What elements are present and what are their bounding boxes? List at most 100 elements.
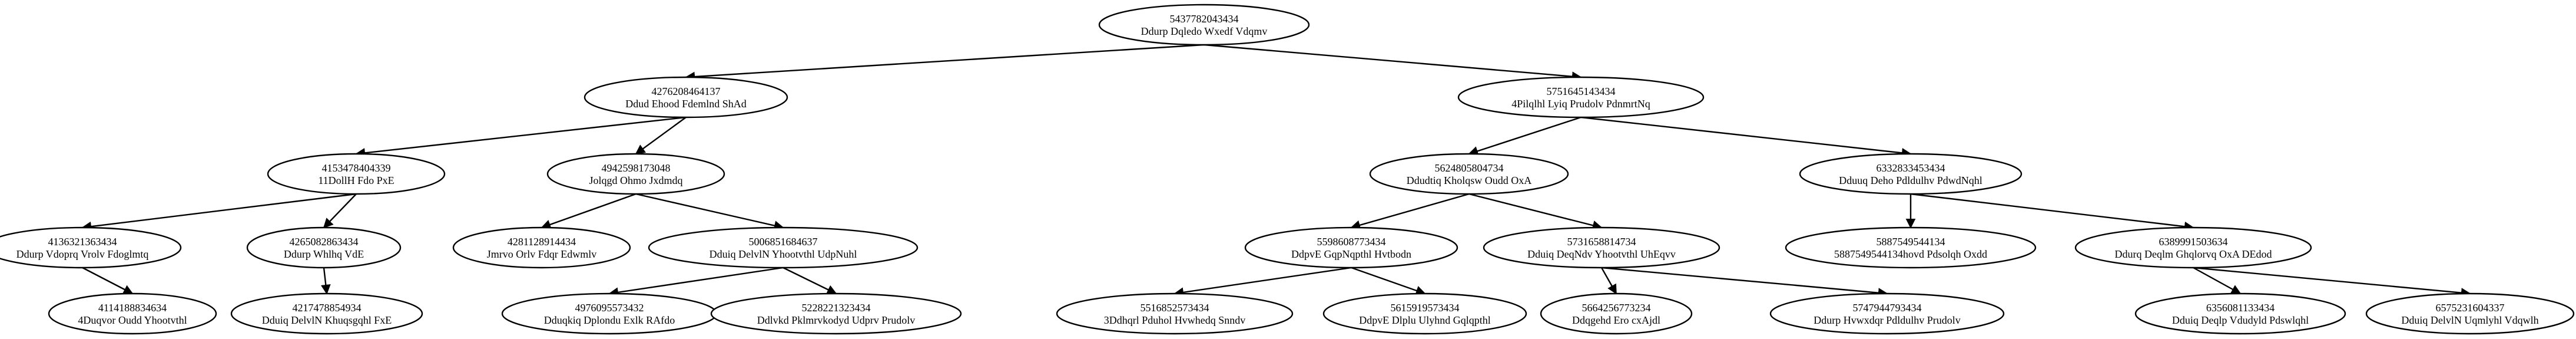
edge-n2-n5	[635, 117, 687, 154]
node-ellipse	[246, 226, 402, 269]
node-ellipse	[2365, 292, 2575, 335]
node-id-label: 5731658814734	[1567, 236, 1636, 248]
node-id-label: 4942598173048	[602, 162, 671, 174]
node-name-label: Jolqgd Ohmo Jxdmdq	[589, 175, 682, 186]
edge-n5-n11	[635, 193, 784, 231]
node-name-label: DdpvE GqpNqpthl Hvtbodn	[1291, 248, 1411, 260]
node-id-label: 5228221323434	[802, 302, 871, 314]
node-ellipse	[2134, 292, 2346, 335]
node-name-label: 4Pilqlhl Lyiq Prudolv PdnmrtNq	[1511, 98, 1650, 110]
edge-n1-n3	[1204, 44, 1582, 82]
node-name-label: 5887549544134hovd Pdsolqh Oxdd	[1834, 248, 1987, 260]
node-id-label: 5751645143434	[1547, 85, 1616, 97]
node-id-label: 4153478404339	[322, 162, 391, 174]
node-name-label: 3Ddhqrl Pduhol Hvwhedq Snndv	[1104, 314, 1246, 326]
node-id-label: 6389991503634	[2159, 236, 2228, 248]
node-ellipse	[710, 292, 962, 335]
node-ellipse	[1799, 153, 2023, 195]
tree-edges	[81, 44, 2471, 298]
node-ellipse	[1540, 292, 1693, 335]
edge-n15-n24	[2193, 266, 2242, 295]
edge-n9-n17	[320, 267, 331, 295]
edge-n15-n25	[2193, 266, 2471, 298]
edge-n6-n13	[1468, 193, 1603, 231]
node-id-label: 4114188834634	[98, 302, 167, 314]
node-name-label: Dduiq DelvlN Yhootvthl UdpNuhl	[710, 248, 857, 260]
edge-n8-n16	[82, 266, 134, 295]
node-ellipse	[1457, 76, 1705, 119]
node-id-label: 4281128914434	[508, 236, 576, 248]
node-name-label: Dduiq DelvlN Khuqsgqhl FxE	[262, 314, 392, 326]
node-id-label: 4265082863434	[290, 236, 359, 248]
edge-n4-n9	[323, 193, 357, 229]
edge-n13-n22	[1600, 267, 1617, 295]
edge-n12-n21	[1351, 266, 1426, 295]
node-id-label: 5624805804734	[1435, 162, 1504, 174]
node-name-label: Ddlvkd Pklmrvkodyd Udprv Prudolv	[757, 314, 916, 326]
node-name-label: Ddqgehd Ero cxAjdl	[1572, 314, 1660, 326]
node-ellipse	[1483, 226, 1720, 269]
node-name-label: Ddud Ehood Fdemlnd ShAd	[625, 98, 747, 110]
node-id-label: 5006851684637	[749, 236, 818, 248]
node-name-label: Jmrvo Orlv Fdqr Edwmlv	[487, 248, 597, 260]
node-ellipse	[546, 153, 725, 195]
node-ellipse	[1244, 226, 1458, 269]
node-ellipse	[501, 292, 718, 335]
node-name-label: Dduqkiq Dplondu Exlk RAfdo	[544, 314, 675, 326]
node-id-label: 6356081133434	[2206, 302, 2275, 314]
node-ellipse	[1769, 292, 2005, 335]
node-id-label: 5664256773234	[1582, 302, 1651, 314]
edge-n7-n15	[1910, 193, 2194, 232]
edge-n3-n7	[1580, 116, 1912, 158]
node-name-label: Dduuq Deho Pdldulhv PdwdNqhl	[1839, 175, 1982, 186]
edge-n13-n23	[1601, 266, 1888, 298]
node-ellipse	[1322, 292, 1527, 335]
node-name-label: Dduiq DeqNdv Yhootvthl UhEqvv	[1527, 248, 1676, 260]
node-ellipse	[48, 292, 217, 335]
node-ellipse	[267, 153, 446, 195]
node-id-label: 5437782043434	[1170, 13, 1239, 25]
node-ellipse	[230, 292, 423, 335]
edge-n2-n4	[355, 116, 687, 158]
node-name-label: Dduiq Deqlp Vdudyld Pdswlqhl	[2172, 314, 2309, 326]
node-id-label: 5615919573434	[1391, 302, 1460, 314]
node-name-label: 11DollH Fdo PxE	[318, 175, 394, 186]
node-ellipse	[1785, 226, 2037, 269]
node-ellipse	[1369, 153, 1569, 195]
node-name-label: DdpvE Dlplu Ulyhnd Gqlqpthl	[1359, 314, 1491, 326]
edge-n4-n8	[81, 193, 357, 232]
node-id-label: 5598608773434	[1317, 236, 1386, 248]
edge-n6-n12	[1350, 193, 1470, 230]
node-id-label: 5887549544134	[1877, 236, 1945, 248]
node-name-label: Ddurq Deqlm Ghqlorvq OxA DEdod	[2115, 248, 2272, 260]
node-name-label: Ddurp Hvwxdqr Pdldulhv Prudolv	[1814, 314, 1961, 326]
node-ellipse	[2074, 226, 2312, 269]
edge-n11-n19	[783, 266, 837, 295]
